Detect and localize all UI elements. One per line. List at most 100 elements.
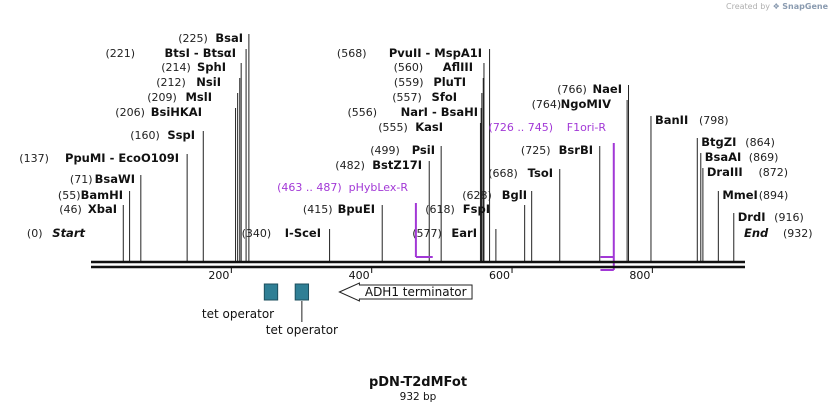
site-name: EarI — [451, 226, 477, 240]
site-kasi: KasI(555) — [378, 120, 481, 262]
site-name: NaeI — [593, 82, 622, 96]
site-draiii: DraIII (872) — [702, 165, 788, 262]
site-eari: EarI (577) — [412, 226, 497, 262]
feature-adh1-terminator: ADH1 terminator — [338, 282, 473, 302]
site-name: BsiHKAI — [151, 105, 202, 119]
site-name: BsrBI — [559, 143, 593, 157]
primer-name: F1ori-R — [567, 121, 607, 134]
terminator-arrow — [338, 282, 473, 302]
tick-label: 600 — [489, 269, 510, 282]
site-name: BamHI — [81, 188, 123, 202]
site-name: Start — [52, 226, 85, 240]
site-position: (577) — [412, 227, 442, 240]
site-psii: PsiI (499) — [370, 143, 442, 262]
site-name: XbaI — [88, 202, 117, 216]
site-name: BtgZI — [701, 135, 736, 149]
site-name: BtsI - BtsαI — [165, 46, 236, 60]
feature-label: tet operator — [202, 307, 274, 321]
site-afliii: AflIII (560) — [394, 60, 485, 262]
site-drdi: DrdI(916) — [733, 210, 804, 262]
site-tsoi: TsoI(668) — [488, 166, 561, 262]
site-name: PvuII - MspA1I — [389, 46, 482, 60]
site-position: (55) — [58, 189, 81, 202]
site-position: (225) — [178, 32, 208, 45]
snapgene-logo-icon: ❖ — [772, 2, 780, 11]
operator-box — [263, 283, 279, 301]
tick-label: 200 — [208, 269, 229, 282]
site-position: (864) — [745, 136, 775, 149]
features: tet operator tet operator ADH1 terminator — [202, 282, 473, 337]
site-nari: NarI - BsaHI (556) — [348, 105, 482, 262]
site-btgzi: BtgZI (864) — [696, 135, 775, 262]
site-bamhi: BamHI(55) — [58, 188, 131, 262]
site-name: SspI — [167, 128, 195, 142]
site-name: AflIII — [443, 60, 473, 74]
site-name: PsiI — [412, 143, 435, 157]
site-position: (556) — [348, 106, 378, 119]
site-position: (766) — [557, 83, 587, 96]
tick-200: 200 — [208, 267, 232, 282]
site-position: (559) — [394, 76, 424, 89]
site-position: (160) — [130, 129, 160, 142]
feature-tet-operator: tet operator — [202, 283, 279, 321]
primer-name: pHybLex-R — [349, 181, 409, 194]
site-sfoi: SfoI (557) — [392, 90, 483, 262]
site-name: SphI — [197, 60, 226, 74]
site-banii: BanII (798) — [650, 113, 729, 262]
site-name: DraIII — [707, 165, 743, 179]
site-position: (568) — [337, 47, 367, 60]
site-bsihkai: BsiHKAI(206) — [115, 105, 237, 262]
site-name: SfoI — [432, 90, 457, 104]
site-bsawi: BsaWI(71) — [70, 172, 142, 262]
site-sspi: SspI (160) — [130, 128, 204, 262]
backbone — [91, 260, 745, 269]
site-position: (499) — [370, 144, 400, 157]
primers: pHybLex-R (463 .. 487) F1ori-R(726 .. 745) — [277, 121, 615, 271]
site-position: (798) — [699, 114, 729, 127]
site-position: (618) — [425, 203, 455, 216]
site-name: BpuEI — [338, 202, 375, 216]
site-position: (46) — [59, 203, 82, 216]
site-name: NsiI — [196, 75, 221, 89]
snapgene-credit: Created by ❖ SnapGene — [726, 2, 828, 11]
site-pluti: PluTI(559) — [394, 75, 484, 262]
site-name: BglI — [502, 188, 527, 202]
site-name: FspI — [463, 202, 490, 216]
site-name: BsaWI — [95, 172, 135, 186]
tick-600: 600 — [489, 267, 513, 282]
site-start: Start (0) — [27, 226, 86, 240]
site-position: (482) — [335, 159, 365, 172]
site-btsi: BtsI - BtsαI (221) — [106, 46, 247, 262]
site-naei: NaeI (766) — [557, 82, 630, 262]
site-position: (872) — [758, 166, 788, 179]
site-name: BstZ17I — [372, 158, 422, 172]
site-position: (932) — [783, 227, 813, 240]
site-name: BsaAI — [705, 150, 742, 164]
site-name: NarI - BsaHI — [401, 105, 478, 119]
primer-range: (463 .. 487) — [277, 181, 342, 194]
site-bgli: BglI(628) — [462, 188, 533, 262]
site-end: End (932) — [744, 226, 813, 240]
site-position: (221) — [106, 47, 136, 60]
site-name: End — [744, 226, 769, 240]
plasmid-size: 932 bp — [400, 391, 437, 403]
site-position: (340) — [242, 227, 272, 240]
site-name: BanII — [655, 113, 688, 127]
site-position: (668) — [488, 167, 518, 180]
feature-label: tet operator — [266, 323, 338, 337]
site-position: (725) — [521, 144, 551, 157]
site-position: (560) — [394, 61, 424, 74]
operator-box — [294, 283, 310, 301]
site-ngomiv: NgoMIV(764) — [532, 97, 628, 262]
site-position: (0) — [27, 227, 43, 240]
site-name: BsaI — [215, 31, 243, 45]
restriction-sites: Start(0)XbaI(46)BamHI(55)BsaWI(71)PpuMI … — [19, 31, 813, 262]
site-bstz17i: BstZ17I (482) — [335, 158, 430, 262]
site-position: (137) — [19, 152, 49, 165]
site-bsai: BsaI (225) — [178, 31, 250, 262]
site-position: (557) — [392, 91, 422, 104]
primer-f1ori-r: F1ori-R(726 .. 745) — [489, 121, 615, 271]
site-bsaai: BsaAI(869) — [700, 150, 778, 262]
